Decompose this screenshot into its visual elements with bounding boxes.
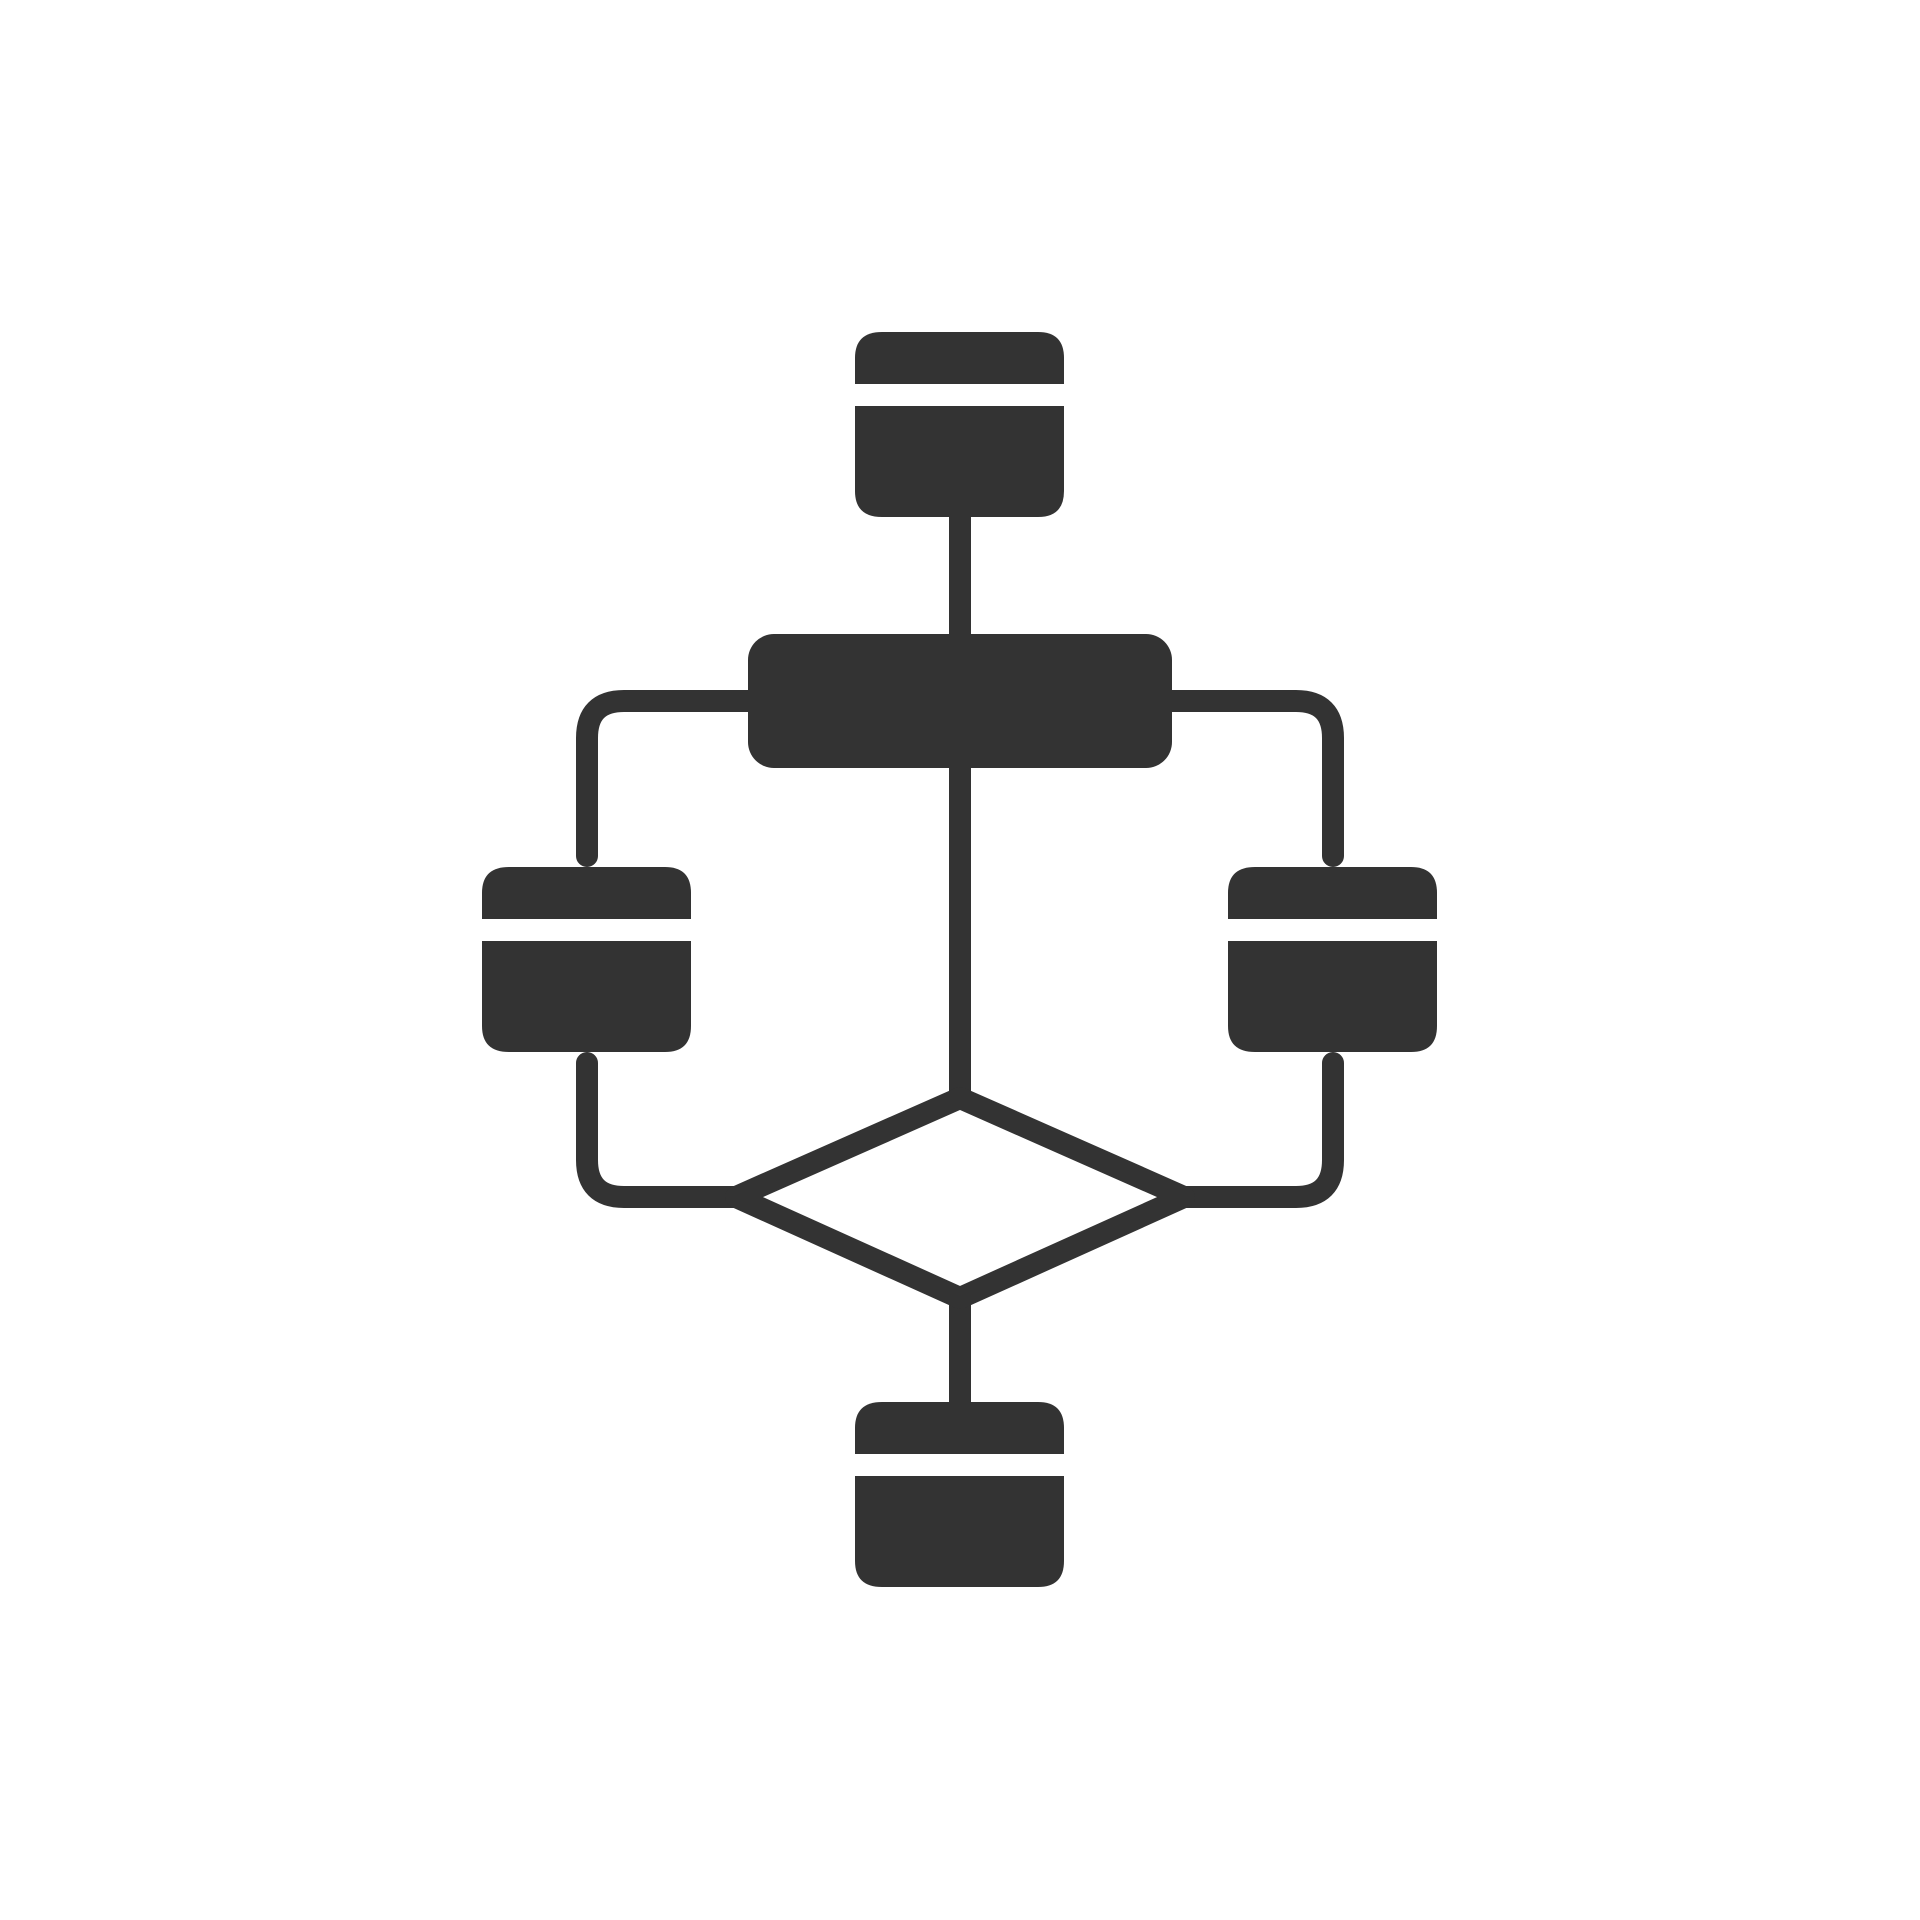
- left-node-body: [482, 941, 691, 1052]
- bottom-node-body: [855, 1476, 1064, 1587]
- connector-left-to-decision: [576, 1052, 747, 1208]
- right-node-cap: [1228, 867, 1437, 919]
- process-box: [748, 634, 1172, 768]
- connector-process-to-left: [576, 690, 759, 867]
- top-node-cap: [855, 332, 1064, 384]
- left-node-cap: [482, 867, 691, 919]
- connector-right-to-decision: [1173, 1052, 1344, 1208]
- top-node-body: [855, 406, 1064, 517]
- right-node-body: [1228, 941, 1437, 1052]
- bottom-node-cap: [855, 1402, 1064, 1454]
- decision-diamond: [725, 1087, 1195, 1309]
- connector-process-to-right: [1161, 690, 1344, 867]
